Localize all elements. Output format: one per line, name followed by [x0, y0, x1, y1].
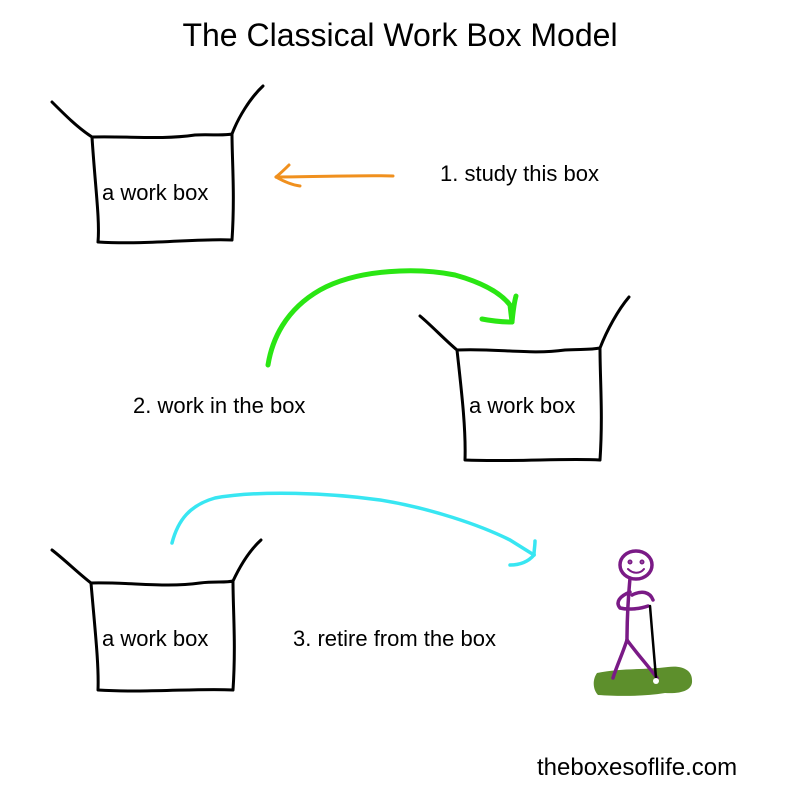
step-3-label: 3. retire from the box — [293, 626, 496, 651]
work-box-2-label: a work box — [469, 393, 576, 418]
step-1-label: 1. study this box — [440, 161, 599, 186]
page-title: The Classical Work Box Model — [182, 17, 618, 53]
step-2-label: 2. work in the box — [133, 393, 306, 418]
website-credit: theboxesoflife.com — [537, 754, 738, 781]
work-box-3 — [50, 538, 263, 693]
stick-figure-golfer-icon — [593, 549, 693, 696]
grass-patch — [593, 666, 693, 696]
work-box-1 — [50, 84, 265, 245]
cyan-curved-arrow-icon — [170, 491, 537, 567]
work-box-3-label: a work box — [102, 626, 209, 651]
orange-arrow-icon — [274, 163, 395, 188]
work-box-2 — [418, 295, 631, 463]
work-box-1-label: a work box — [102, 180, 209, 205]
green-curved-arrow-icon — [265, 268, 519, 368]
